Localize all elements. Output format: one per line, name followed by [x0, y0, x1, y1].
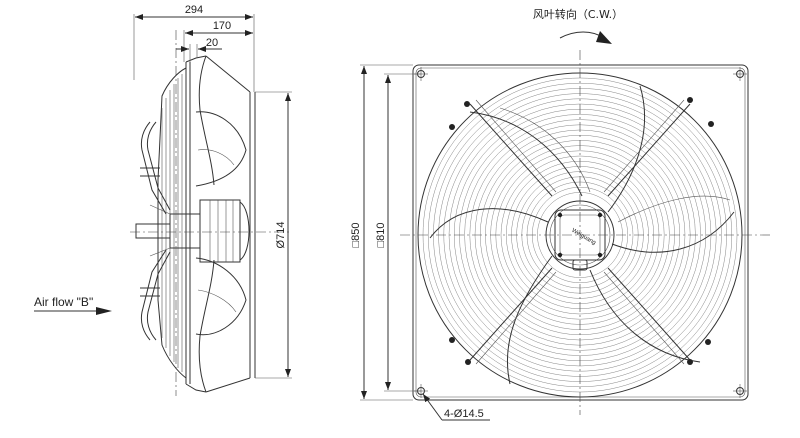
- dim-depth-to-guard: 170: [213, 20, 231, 32]
- front-dimensions: □850 □810 4-Ø14.5: [350, 64, 490, 421]
- frame-plate: [412, 64, 749, 401]
- dim-outer-diameter: Ø714: [275, 222, 287, 249]
- side-blades: [195, 111, 247, 336]
- dim-mounting-holes: 4-Ø14.5: [444, 408, 484, 420]
- side-view: 294 170 20 Ø714 Air flow "B": [34, 4, 292, 396]
- rotation-label: 风叶转向（C.W.）: [533, 7, 623, 21]
- rotation-arrow: [559, 31, 605, 39]
- dim-overall-depth: 294: [185, 4, 203, 16]
- airflow-label: Air flow "B": [34, 295, 93, 309]
- guard-brackets: [469, 99, 691, 365]
- side-motor: [135, 199, 250, 263]
- side-dimensions: 294 170 20 Ø714: [133, 4, 292, 379]
- dim-frame-size: □850: [350, 223, 362, 248]
- front-blades: [429, 85, 735, 385]
- side-housing: [198, 55, 256, 393]
- airflow-indicator: Air flow "B": [34, 295, 112, 315]
- motor-label: Weiguang: [570, 228, 596, 247]
- guard-fixings: [449, 97, 714, 365]
- dim-guard-offset: 20: [206, 37, 218, 49]
- front-view: 风叶转向（C.W.）: [350, 7, 770, 421]
- side-arms: [140, 121, 171, 341]
- dim-hole-spacing: □810: [375, 223, 387, 248]
